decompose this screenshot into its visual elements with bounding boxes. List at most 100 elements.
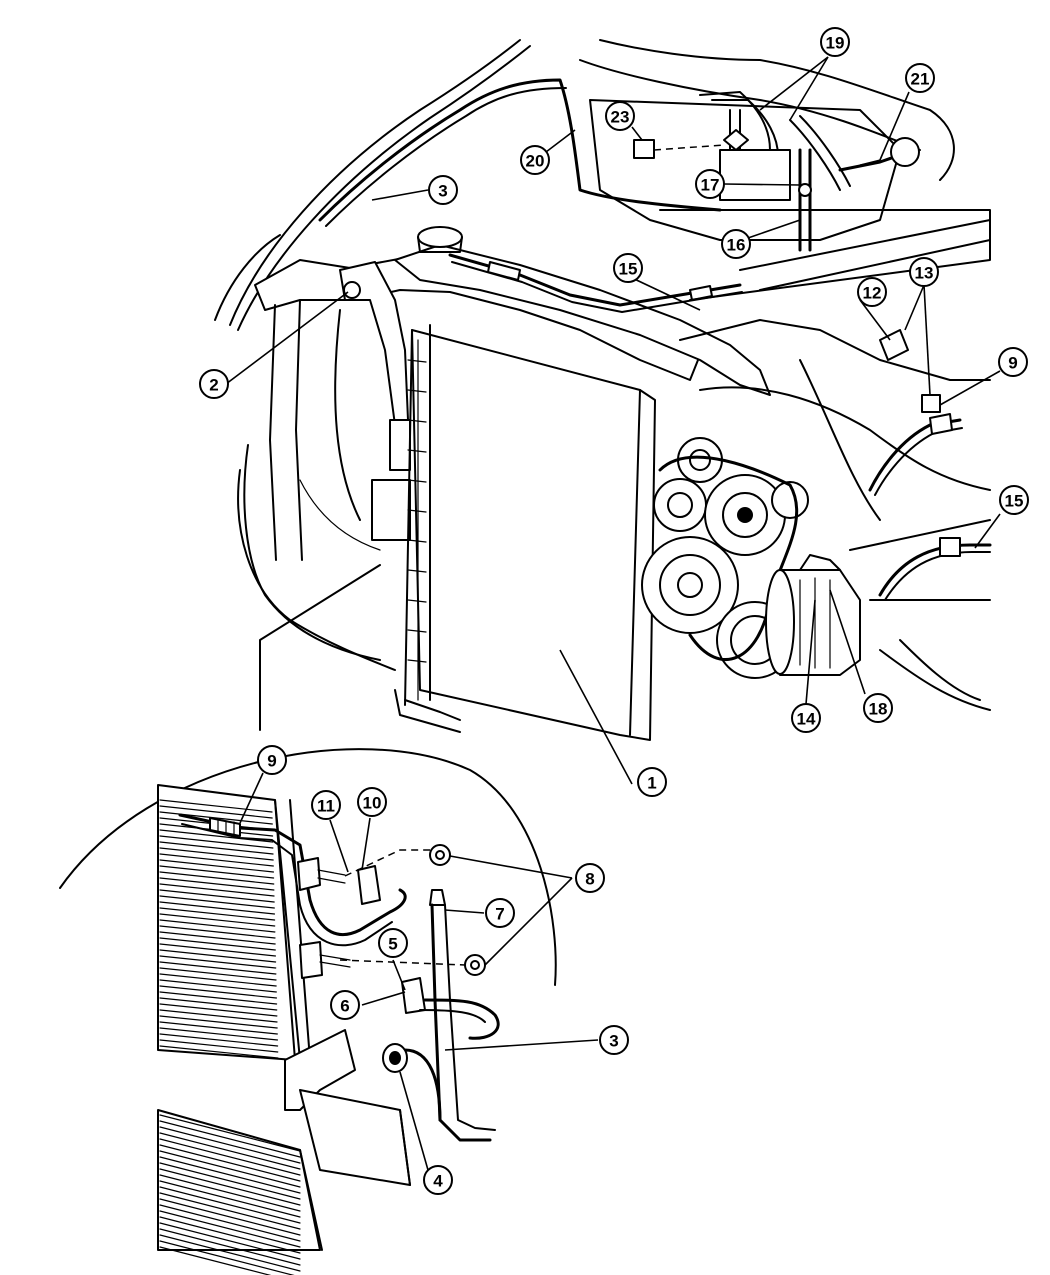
fin-line (159, 799, 273, 813)
callout-number: 5 (388, 935, 397, 954)
fin-line (159, 1192, 301, 1230)
fin-line (159, 1234, 301, 1272)
fin-line (159, 1027, 279, 1041)
fender-outline (214, 39, 531, 671)
fin-line (159, 943, 277, 957)
fin-line (159, 1222, 301, 1260)
detail-fitting-upper (297, 849, 430, 905)
ac-compressor (765, 554, 861, 676)
callout-c8: 8 (575, 863, 605, 893)
fin-line (159, 1246, 272, 1275)
condenser (394, 324, 656, 741)
callout-number: 1 (647, 774, 656, 793)
detail-nut-8 (339, 844, 486, 976)
callout-c15-top: 15 (613, 253, 643, 283)
callout-circle (605, 101, 635, 131)
fin-line (159, 967, 277, 981)
callout-circle (423, 1165, 453, 1195)
fin-line (159, 1039, 279, 1053)
vehicle-front-view (214, 39, 992, 741)
fin-line (159, 913, 276, 927)
detail-line-3-7 (403, 889, 500, 1142)
callout-circle (378, 928, 408, 958)
callout-number: 21 (911, 70, 930, 89)
fin-line (159, 985, 278, 999)
fin-line (159, 955, 277, 969)
fin-line (159, 829, 274, 843)
fin-line (159, 805, 273, 819)
fin-line (159, 1150, 301, 1188)
callout-number: 3 (438, 182, 447, 201)
callout-c3-top: 3 (428, 175, 458, 205)
leader-lines (225, 56, 1001, 1171)
callout-number: 23 (611, 108, 630, 127)
detail-fins (159, 799, 279, 1059)
callout-circle (257, 745, 287, 775)
callout-circle (857, 277, 887, 307)
fin-line (159, 991, 278, 1005)
callout-c16: 16 (721, 229, 751, 259)
fin-line (159, 1021, 278, 1035)
callout-c20: 20 (520, 145, 550, 175)
fin-line (159, 1033, 279, 1047)
callout-circle (820, 27, 850, 57)
callout-c14: 14 (791, 703, 821, 733)
callout-number: 3 (609, 1032, 618, 1051)
fin-line (159, 1015, 278, 1029)
detail-fitting-lower (299, 941, 426, 1014)
fin-line (159, 1228, 301, 1266)
callout-number: 12 (863, 284, 882, 303)
fin-line (159, 997, 278, 1011)
radiator-support (254, 254, 701, 561)
fin-line (159, 1009, 278, 1023)
fin-line (159, 1204, 301, 1242)
callout-number: 7 (495, 905, 504, 924)
heater-hoses (318, 78, 851, 252)
callout-circle (575, 863, 605, 893)
callout-circle (613, 253, 643, 283)
callout-c12: 12 (857, 277, 887, 307)
detail-fitting-4 (382, 1043, 408, 1073)
detail-view (59, 748, 557, 1275)
callout-circle (428, 175, 458, 205)
callout-circle (905, 63, 935, 93)
callout-number: 6 (340, 997, 349, 1016)
detail-condenser-lower (157, 1109, 323, 1275)
fin-line (159, 883, 275, 897)
fin-line (159, 1126, 301, 1164)
callout-number: 15 (619, 260, 638, 279)
fin-line (159, 1045, 279, 1059)
fin-line (159, 841, 274, 855)
callout-number: 16 (727, 236, 746, 255)
callout-number: 8 (585, 870, 594, 889)
detail-condenser-core (157, 784, 311, 1061)
callout-circle (330, 990, 360, 1020)
callout-circle (695, 169, 725, 199)
callout-circle (863, 693, 893, 723)
fin-line (159, 1144, 301, 1182)
callout-c11: 11 (311, 790, 341, 820)
evaporator-connection (633, 109, 920, 201)
callout-circle (357, 787, 387, 817)
callout-c1: 1 (637, 767, 667, 797)
fin-line (159, 811, 273, 825)
line-fittings (879, 329, 941, 413)
callout-number: 19 (826, 34, 845, 53)
callout-c21: 21 (905, 63, 935, 93)
fin-line (159, 973, 277, 987)
callout-number: 10 (363, 794, 382, 813)
fin-line (159, 1186, 301, 1224)
upper-crossmember (394, 226, 771, 396)
callout-c10: 10 (357, 787, 387, 817)
fin-line (159, 979, 277, 993)
fin-line (159, 931, 276, 945)
callout-c13: 13 (909, 257, 939, 287)
fin-line (159, 1180, 301, 1218)
callout-c4: 4 (423, 1165, 453, 1195)
fin-line (159, 937, 276, 951)
callout-c23: 23 (605, 101, 635, 131)
fin-line (159, 1174, 301, 1212)
detail-line-9 (178, 813, 407, 947)
callout-c19: 19 (820, 27, 850, 57)
callout-c18: 18 (863, 693, 893, 723)
